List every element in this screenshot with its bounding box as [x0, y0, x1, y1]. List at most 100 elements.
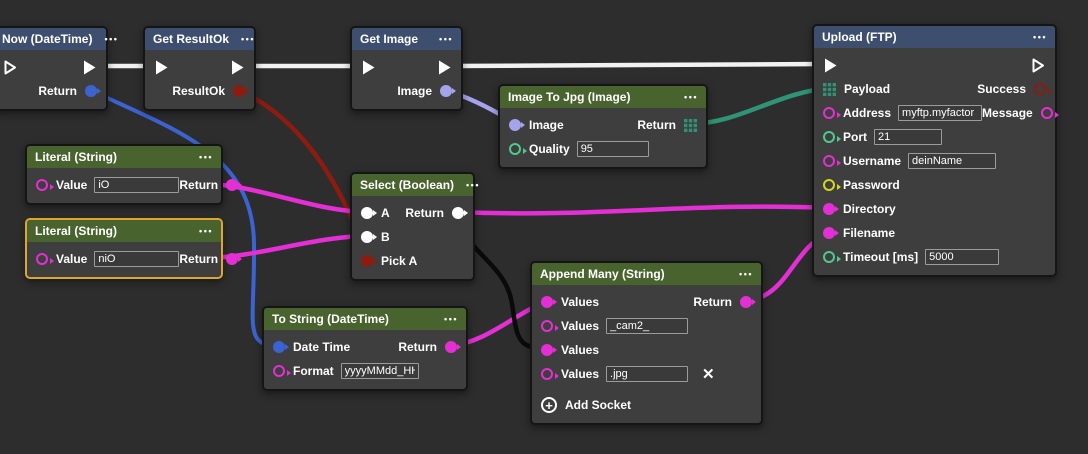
return-socket[interactable] [226, 179, 243, 191]
node-header[interactable]: Literal (String) ••• [27, 146, 221, 168]
node-literal-string-nio[interactable]: Literal (String) ••• Value Return [25, 218, 243, 279]
picka-input-socket[interactable] [361, 255, 377, 267]
resultok-socket[interactable] [233, 85, 249, 97]
port-row: Values ✕ [532, 362, 761, 386]
wire-exec-getimage-to-upload[interactable] [448, 61, 827, 69]
node-header[interactable]: To String (DateTime) ••• [264, 308, 466, 330]
node-to-string-datetime[interactable]: To String (DateTime) ••• Date Time Retur… [262, 306, 468, 391]
exec-out-pin[interactable] [82, 59, 97, 76]
return-socket[interactable] [452, 207, 468, 219]
menu-icon[interactable]: ••• [739, 269, 753, 279]
menu-icon[interactable]: ••• [684, 92, 698, 102]
node-literal-string-io[interactable]: Literal (String) ••• Value Return [25, 144, 243, 205]
value-input-socket[interactable] [36, 253, 54, 265]
quality-field[interactable] [576, 141, 649, 157]
wire-resultok-to-picka[interactable] [235, 87, 371, 263]
return-socket[interactable] [740, 296, 756, 308]
timeout-input-socket[interactable] [823, 251, 841, 263]
menu-icon[interactable]: ••• [439, 34, 453, 44]
value-field[interactable] [94, 177, 180, 193]
output-label: Return [693, 295, 732, 309]
node-now-datetime[interactable]: Now (DateTime) ••• Return [0, 26, 117, 111]
node-header[interactable]: Literal (String) ••• [27, 220, 221, 242]
input-label: A [381, 206, 390, 220]
node-get-image[interactable]: Get Image ••• Image [350, 26, 463, 111]
input-label: Timeout [ms] [843, 250, 919, 264]
add-socket-icon[interactable]: + [541, 397, 557, 413]
menu-icon[interactable]: ••• [241, 34, 255, 44]
input-label: B [381, 230, 390, 244]
port-row: A Return [352, 201, 473, 225]
image-input-socket[interactable] [509, 119, 525, 131]
return-socket[interactable] [226, 253, 243, 265]
wire-select-return-to-directory[interactable] [454, 204, 833, 216]
delete-socket-icon[interactable]: ✕ [702, 366, 715, 383]
exec-out-pin[interactable] [437, 59, 452, 76]
values4-input-socket[interactable] [541, 368, 559, 380]
menu-icon[interactable]: ••• [1033, 32, 1047, 42]
menu-icon[interactable]: ••• [199, 226, 213, 236]
node-header[interactable]: Get ResultOk ••• [145, 28, 254, 50]
wire-jpg-return-to-payload[interactable] [687, 85, 833, 127]
wire-literal-io-to-select-a[interactable] [202, 181, 371, 215]
payload-grid-icon[interactable] [823, 82, 836, 96]
exec-out-pin[interactable] [1031, 57, 1046, 74]
node-header[interactable]: Image To Jpg (Image) ••• [500, 86, 706, 108]
address-input-socket[interactable] [823, 107, 841, 119]
username-field[interactable] [908, 153, 997, 169]
node-append-many[interactable]: Append Many (String) ••• Values Return V… [530, 261, 763, 425]
payload-grid-icon[interactable] [684, 118, 697, 132]
port-field[interactable] [874, 129, 942, 145]
format-field[interactable] [340, 363, 419, 379]
node-header[interactable]: Upload (FTP) ••• [814, 26, 1055, 48]
username-input-socket[interactable] [823, 155, 841, 167]
node-image-to-jpg[interactable]: Image To Jpg (Image) ••• Image Return Qu… [498, 84, 708, 169]
filename-input-socket[interactable] [823, 227, 839, 239]
output-label: Return [405, 206, 444, 220]
values1-input-socket[interactable] [541, 296, 557, 308]
datetime-input-socket[interactable] [273, 341, 289, 353]
menu-icon[interactable]: ••• [444, 314, 458, 324]
menu-icon[interactable]: ••• [199, 152, 213, 162]
node-header[interactable]: Now (DateTime) ••• [0, 28, 117, 50]
format-input-socket[interactable] [273, 365, 291, 377]
exec-in-pin[interactable] [361, 59, 376, 76]
b-input-socket[interactable] [361, 231, 377, 243]
port-row: Values [532, 314, 761, 338]
node-select-boolean[interactable]: Select (Boolean) ••• A Return B Pick A [350, 172, 478, 281]
add-socket-row[interactable]: + Add Socket [532, 393, 761, 417]
value-field[interactable] [94, 251, 180, 267]
wire-now-to-tostring-datetime[interactable] [88, 88, 282, 348]
menu-icon[interactable]: ••• [466, 180, 480, 190]
exec-out-pin[interactable] [230, 59, 245, 76]
exec-in-pin[interactable] [154, 59, 169, 76]
port-input-socket[interactable] [823, 131, 841, 143]
success-socket[interactable] [1034, 83, 1052, 95]
exec-in-pin[interactable] [823, 57, 838, 74]
message-socket[interactable] [1040, 107, 1059, 119]
node-header[interactable]: Select (Boolean) ••• [352, 174, 478, 196]
password-input-socket[interactable] [823, 179, 841, 191]
values2-field[interactable] [606, 318, 689, 334]
directory-input-socket[interactable] [823, 203, 839, 215]
values4-field[interactable] [606, 366, 689, 382]
value-input-socket[interactable] [36, 179, 54, 191]
node-header[interactable]: Append Many (String) ••• [532, 263, 761, 285]
output-label: Success [977, 82, 1026, 96]
node-get-resultok[interactable]: Get ResultOk ••• ResultOk [143, 26, 256, 111]
port-row: Return [0, 79, 106, 103]
image-socket[interactable] [440, 85, 456, 97]
values2-input-socket[interactable] [541, 320, 559, 332]
return-socket[interactable] [85, 85, 101, 97]
exec-in-pin[interactable] [3, 59, 18, 76]
quality-input-socket[interactable] [509, 143, 527, 155]
menu-icon[interactable]: ••• [104, 34, 119, 44]
node-header[interactable]: Get Image ••• [352, 28, 461, 50]
return-socket[interactable] [445, 341, 461, 353]
a-input-socket[interactable] [361, 207, 377, 219]
address-field[interactable] [898, 105, 983, 121]
node-upload-ftp[interactable]: Upload (FTP) ••• Payload Success [812, 24, 1059, 277]
values3-input-socket[interactable] [541, 344, 557, 356]
timeout-field[interactable] [925, 249, 1000, 265]
